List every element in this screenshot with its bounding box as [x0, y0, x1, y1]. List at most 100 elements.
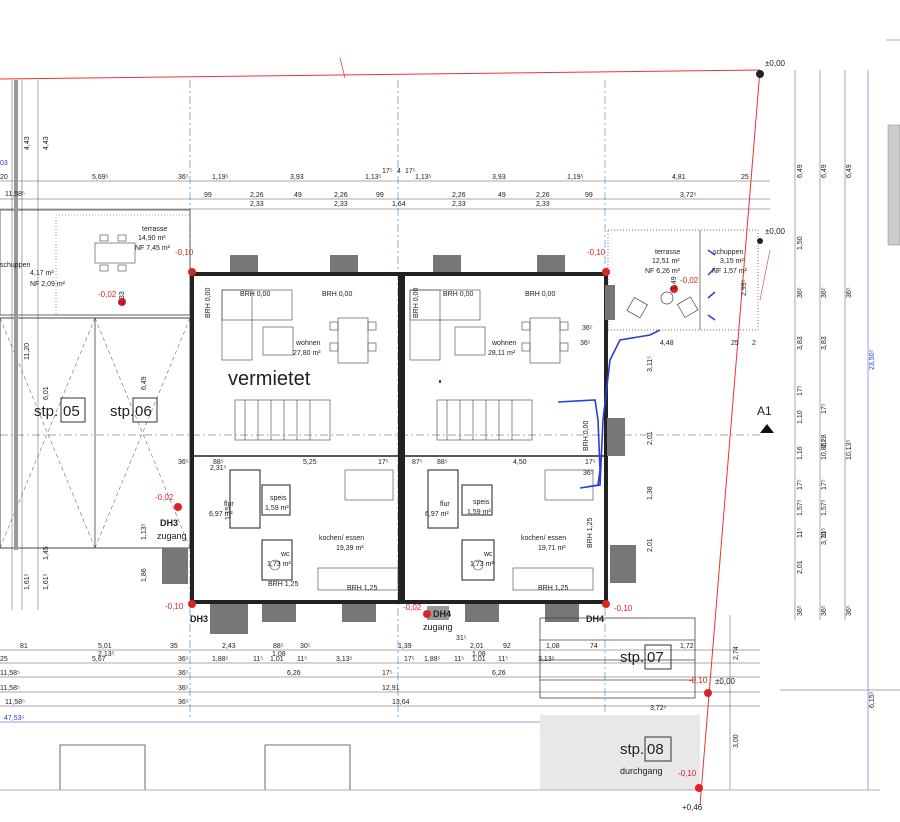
dim-r2-8: 3,70 — [821, 531, 828, 545]
dim-bot3-5: 11⁵ — [297, 656, 307, 663]
dim-r3-0: 6,49 — [846, 164, 853, 178]
level-m002d: -0,02 — [403, 603, 422, 612]
flur-left-label: flur — [224, 501, 234, 508]
dim-top2-7: 2,26 — [536, 192, 550, 199]
right-parking-structure — [539, 617, 696, 699]
dim-v161a: 1,61⁵ — [24, 573, 31, 590]
dim-top3-1: 2,33 — [334, 201, 348, 208]
dim-bot6-2: 13,64 — [392, 699, 410, 706]
dim-bot6-1: 36⁵ — [178, 699, 189, 706]
dim-top3-0: 2,33 — [250, 201, 264, 208]
dim-vert-443b: 4,43 — [43, 136, 50, 150]
dim-bot3-4: 1,01 — [270, 656, 284, 663]
dims-top-row1: 5,69⁵ 36⁵ 1,19⁵ 3,93 1,13⁵ 17⁵ 4 17⁵ 1,1… — [0, 160, 749, 198]
wc-right-label: wc — [483, 551, 493, 558]
dim-v601: 6,01 — [43, 386, 50, 400]
level-m002b: -0,02 — [680, 276, 699, 285]
level-markers — [118, 70, 764, 792]
dim-bot1-0: 81 — [20, 643, 28, 650]
dim-r2-6: 1,57⁵ — [821, 499, 828, 516]
dh4-zugang: zugang — [423, 622, 453, 632]
dim-r1-6: 1,16 — [797, 446, 804, 460]
brh-125-right-vert: BRH 1,25 — [587, 518, 594, 548]
dim-bot3-7: 17⁵ — [404, 656, 415, 663]
dim-bot5-1: 36⁵ — [178, 685, 189, 692]
brh-left-b: BRH 0,00 — [322, 291, 352, 298]
dim-top1-2: 1,19⁵ — [212, 174, 229, 181]
stp-05-number: 05 — [63, 403, 80, 420]
stp-07-number: 07 — [647, 649, 664, 666]
dim-36d: 36⁵ — [583, 470, 594, 477]
dim-231: 2,31⁵ — [210, 465, 227, 472]
dim-r2-0: 6,49 — [821, 164, 828, 178]
dim-36b: 36⁵ — [178, 459, 189, 466]
brh-right-b: BRH 0,00 — [525, 291, 555, 298]
schuppen-right-nf: NF 1,57 m² — [712, 268, 748, 275]
stp-08-number: 08 — [647, 741, 664, 758]
dims-bottom-row6: 11,58⁵ 36⁵ 13,64 3,72⁵ — [5, 699, 667, 712]
dim-r2-4: 2,28 — [821, 434, 828, 448]
dim-top3-2: 1,64 — [392, 201, 406, 208]
dim-v201b: 2,01 — [647, 538, 654, 552]
dim-r1-9: 11⁵ — [797, 528, 804, 538]
dim-bot2-1: 2,13⁵ — [98, 651, 115, 658]
dim-bot3-10: 1,01 — [472, 656, 486, 663]
dim-448: 4,48 — [660, 340, 674, 347]
flur-left-area: 6,97 m² — [209, 511, 233, 518]
terrasse-left-area: 14,90 m² — [138, 235, 166, 242]
dim-bot3-6: 3,13⁵ — [336, 656, 353, 663]
dim-r2-7: 11⁵ — [821, 528, 828, 538]
right-terrace — [607, 229, 759, 331]
wohnen-left-label: wohnen — [295, 340, 321, 347]
side-tab — [887, 124, 900, 246]
dh3-zugang: zugang — [157, 531, 187, 541]
schuppen-right-label: schuppen — [713, 249, 743, 256]
kochen-left-area: 19,39 m² — [336, 545, 364, 552]
dims-bottom-row4: 11,58⁵ 36⁵ 6,26 17⁵ 6,26 — [0, 670, 506, 677]
section-a1-label: A1 — [757, 404, 772, 418]
furniture-left — [221, 289, 399, 591]
dim-bot5-0: 11,58⁵ — [0, 685, 20, 692]
dim-top1-4: 1,13⁵ — [365, 174, 382, 181]
dim-top2-6: 49 — [498, 192, 506, 199]
dim-bot1-5: 30⁵ — [300, 643, 311, 650]
dim-top1-9: 3,93 — [492, 174, 506, 181]
level-top: ±0,00 — [765, 59, 786, 68]
wohnen-right-label: wohnen — [491, 340, 517, 347]
dim-r2-3: 17⁵ — [821, 403, 828, 414]
dim-top1-7: 17⁵ — [405, 168, 416, 175]
brh-right-a: BRH 0,00 — [443, 291, 473, 298]
dim-bot2-2: 1,08 — [272, 651, 286, 658]
dim-v233: 2,33 — [119, 291, 126, 305]
brh-right-vert2: BRH 0,00 — [583, 421, 590, 451]
stp-06-prefix: stp. — [110, 403, 134, 420]
dims-right-col1: 6,49 1,50 36⁵ 3,83 17⁵ 1,10 1,16 17⁵ 1,5… — [797, 164, 804, 616]
terrasse-right-nf: NF 6,26 m² — [645, 268, 681, 275]
dim-top2-4: 99 — [376, 192, 384, 199]
dim-top2-2: 49 — [294, 192, 302, 199]
dim-bot3-3: 11⁵ — [253, 656, 263, 663]
dh3-label: DH3 — [160, 518, 178, 528]
dim-36a: 36⁵ — [580, 340, 591, 347]
dims-bottom-row2: 25 2,13⁵ 1,08 1,08 — [0, 651, 486, 663]
dim-v115: 1,15 — [225, 506, 232, 520]
wohnen-left-area: 27,80 m² — [293, 350, 321, 357]
dim-bot3-12: 3,13⁵ — [538, 656, 555, 663]
kochen-right-area: 19,71 m² — [538, 545, 566, 552]
durchgang-label: durchgang — [620, 766, 663, 776]
dim-v1120: 11,20 — [24, 343, 31, 360]
speis-right-label: speis — [473, 499, 490, 506]
dim-r1-1: 1,50 — [797, 236, 804, 250]
dim-v186: 1,86 — [141, 568, 148, 582]
stp-08-box — [644, 736, 672, 762]
dim-v311: 3,11⁵ — [647, 356, 654, 372]
dim-17a: 17⁵ — [378, 459, 389, 466]
dim-top1-6: 4 — [397, 168, 401, 175]
dim-bot1-2: 35 — [170, 643, 178, 650]
dims-right-col2: 6,49 36⁵ 3,83 17⁵ 2,28 17⁵ 1,57⁵ 11⁵ 3,7… — [821, 164, 828, 616]
dim-2: 2 — [752, 340, 756, 347]
dim-88b: 88⁵ — [437, 459, 448, 466]
dim-bot1-11: 74 — [590, 643, 598, 650]
dh4-label: DH4 — [433, 609, 451, 619]
dim-bot2-left: 25 — [0, 656, 8, 663]
